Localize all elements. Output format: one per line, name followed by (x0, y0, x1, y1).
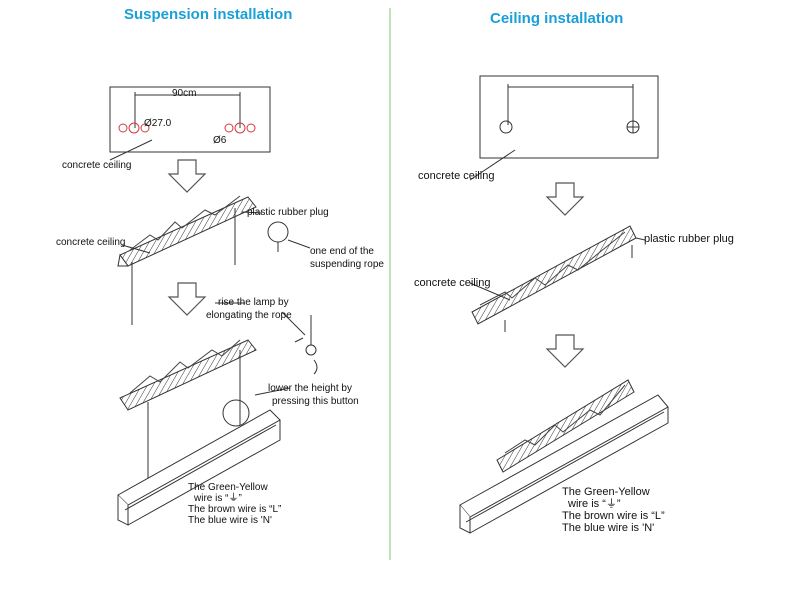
rise-label-1: rise the lamp by (218, 297, 289, 308)
wire-line-4: The blue wire is 'N' (188, 515, 272, 526)
rope-detail (215, 302, 318, 375)
right-title: Ceiling installation (490, 10, 624, 27)
right-ceiling-beam-2 (459, 379, 669, 534)
down-arrow-4 (545, 334, 585, 368)
lower-label-2: pressing this button (272, 396, 359, 407)
wire-line-3: The brown wire is “L” (562, 510, 665, 522)
wire-line-1: The Green-Yellow (562, 486, 650, 498)
rope-end-label-2: suspending rope (310, 259, 384, 270)
right-ceiling-beam-1 (469, 225, 646, 332)
right-wiring-note: The Green-Yellow wire is “⏚” The brown w… (562, 486, 665, 534)
small-hole-label: Ø6 (213, 135, 227, 146)
concrete-ceiling-label-1: concrete ceiling (62, 160, 132, 171)
left-wiring-note: The Green-Yellow wire is “⏚” The brown w… (188, 482, 281, 526)
rise-label-2: elongating the rope (206, 310, 292, 321)
dimension-label: 90cm (172, 88, 197, 99)
rope-end-label-1: one end of the (310, 246, 374, 257)
right-concrete-ceiling-label-2: concrete ceiling (414, 277, 491, 289)
left-ceiling-plan (109, 86, 271, 161)
plastic-plug-label: plastic rubber plug (247, 207, 329, 218)
wire-line-4: The blue wire is 'N' (562, 522, 655, 534)
right-concrete-ceiling-label-1: concrete ceiling (418, 170, 495, 182)
left-title: Suspension installation (124, 6, 293, 23)
right-ceiling-plan (469, 75, 659, 181)
down-arrow-2 (167, 282, 207, 316)
concrete-ceiling-label-2: concrete ceiling (56, 237, 126, 248)
down-arrow-1 (167, 159, 207, 193)
right-plastic-plug-label: plastic rubber plug (644, 233, 734, 245)
wire-line-2: wire is “⏚” (194, 493, 242, 504)
left-ceiling-beam-2 (117, 339, 291, 526)
lower-label-1: lower the height by (268, 383, 352, 394)
wire-line-2: wire is “⏚” (568, 498, 621, 510)
down-arrow-3 (545, 182, 585, 216)
wire-line-1: The Green-Yellow (188, 482, 268, 493)
big-hole-label: Ø27.0 (144, 118, 172, 129)
left-ceiling-beam-1 (117, 195, 311, 325)
wire-line-3: The brown wire is “L” (188, 504, 282, 515)
